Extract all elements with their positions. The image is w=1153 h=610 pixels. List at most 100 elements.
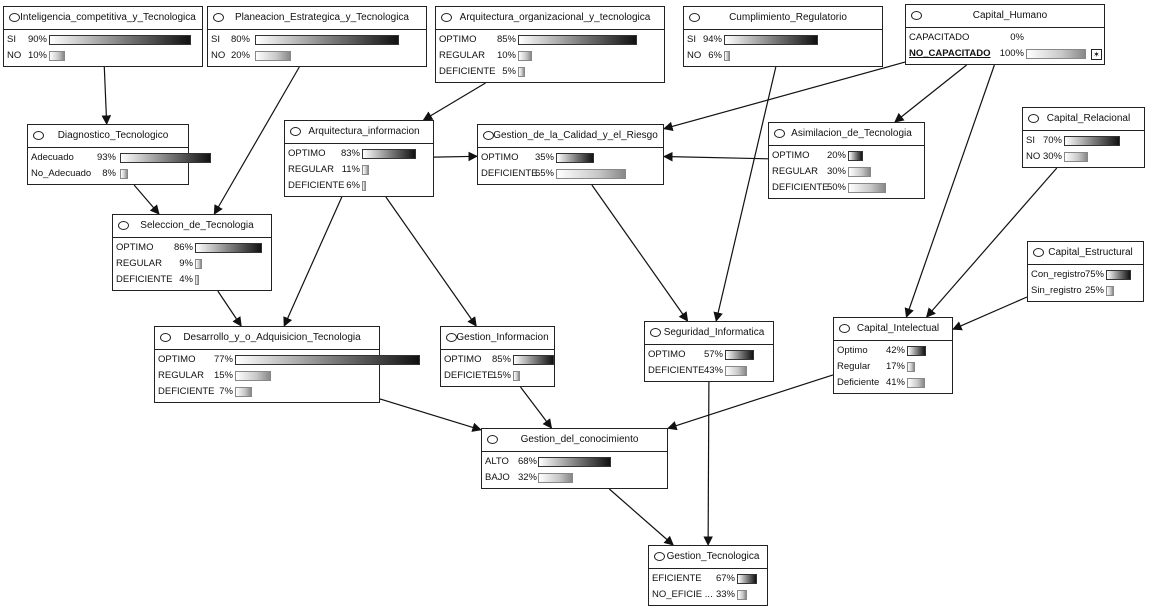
state-label: Sin_registro	[1031, 285, 1082, 296]
node-ao[interactable]: Arquitectura_organizacional_y_tecnologic…	[435, 6, 665, 83]
node-header[interactable]: Capital_Humano	[906, 5, 1104, 28]
node-header[interactable]: Inteligencia_competitiva_y_Tecnologica	[4, 7, 202, 30]
wand-icon[interactable]: ✶	[1091, 49, 1102, 60]
state-percent: 8%	[102, 168, 116, 179]
node-header[interactable]: Desarrollo_y_o_Adquisicion_Tecnologia	[155, 327, 379, 350]
state-label: REGULAR	[288, 164, 334, 175]
node-header[interactable]: Gestion_de_la_Calidad_y_el_Riesgo	[478, 125, 663, 148]
state-percent: 67%	[715, 573, 735, 584]
edge-dt-to-st	[133, 184, 160, 215]
node-header[interactable]: Planeacion_Estrategica_y_Tecnologica	[208, 7, 426, 30]
node-header[interactable]: Seguridad_Informatica	[645, 322, 773, 345]
state-percent: 65%	[534, 168, 554, 179]
state-label: OPTIMO	[288, 148, 326, 159]
state-percent: 15%	[491, 370, 511, 381]
state-percent: 70%	[1042, 135, 1062, 146]
node-header[interactable]: Capital_Relacional	[1023, 108, 1144, 131]
node-header[interactable]: Cumplimiento_Regulatorio	[684, 7, 882, 30]
node-title: Capital_Intelectual	[856, 323, 940, 334]
state-row[interactable]: NO_EFICIE ...33%	[649, 587, 767, 603]
node-header[interactable]: Capital_Estructural	[1028, 242, 1143, 265]
node-header[interactable]: Gestion_Tecnologica	[649, 546, 767, 569]
node-header[interactable]: Seleccion_de_Tecnologia	[113, 215, 271, 238]
node-header[interactable]: Arquitectura_organizacional_y_tecnologic…	[436, 7, 664, 30]
node-header[interactable]: Gestion_Informacion	[441, 327, 554, 350]
probability-bar	[195, 243, 262, 253]
probability-bar	[848, 167, 871, 177]
state-percent: 15%	[213, 370, 233, 381]
node-header[interactable]: Asimilacion_de_Tecnologia	[769, 123, 924, 146]
node-title: Desarrollo_y_o_Adquisicion_Tecnologia	[183, 332, 361, 343]
state-percent: 42%	[885, 345, 905, 356]
probability-bar	[724, 51, 730, 61]
node-header[interactable]: Capital_Intelectual	[834, 318, 952, 341]
state-label: OPTIMO	[116, 242, 154, 253]
probability-bar	[556, 153, 594, 163]
node-header[interactable]: Gestion_del_conocimiento	[482, 429, 667, 452]
probability-bar	[1106, 286, 1114, 296]
node-header[interactable]: Diagnostico_Tecnologico	[28, 125, 188, 148]
node-header[interactable]: Arquitectura_informacion	[285, 121, 433, 144]
